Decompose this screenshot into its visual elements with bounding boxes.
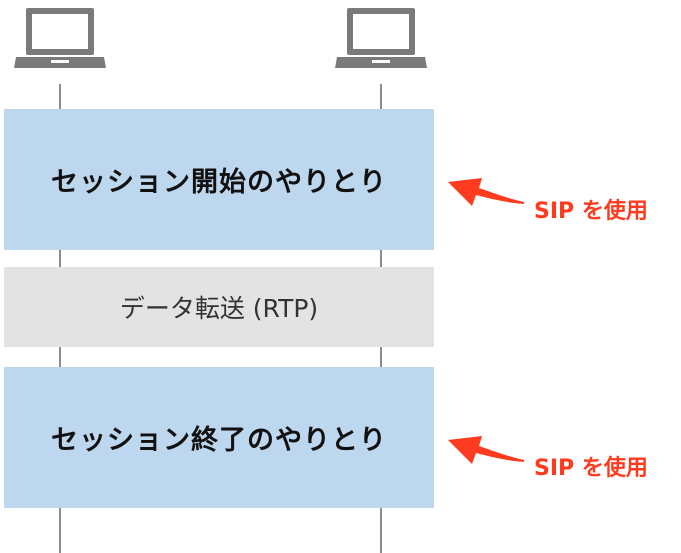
data-transfer-label: データ転送 (RTP)	[119, 294, 319, 323]
session-end-block: セッション終了のやりとり	[4, 367, 434, 508]
data-transfer-block: データ転送 (RTP)	[4, 267, 434, 347]
lifeline-left-top	[59, 84, 61, 109]
lifeline-left-mid1	[59, 249, 61, 267]
session-end-label: セッション終了のやりとり	[51, 425, 387, 456]
lifeline-right-bottom	[380, 508, 382, 553]
lifeline-left-bottom	[59, 508, 61, 553]
laptop-icon	[335, 8, 427, 68]
sip-note-end: SIP を使用	[534, 456, 648, 481]
laptop-icon	[14, 8, 106, 68]
arrow-left-icon	[448, 436, 524, 464]
lifeline-right-mid1	[380, 249, 382, 267]
session-start-block: セッション開始のやりとり	[4, 109, 434, 250]
lifeline-right-top	[380, 84, 382, 109]
session-start-label: セッション開始のやりとり	[51, 167, 387, 198]
sip-note-start: SIP を使用	[534, 199, 648, 224]
lifeline-right-mid2	[380, 346, 382, 367]
lifeline-left-mid2	[59, 346, 61, 367]
arrow-left-icon	[448, 178, 524, 206]
